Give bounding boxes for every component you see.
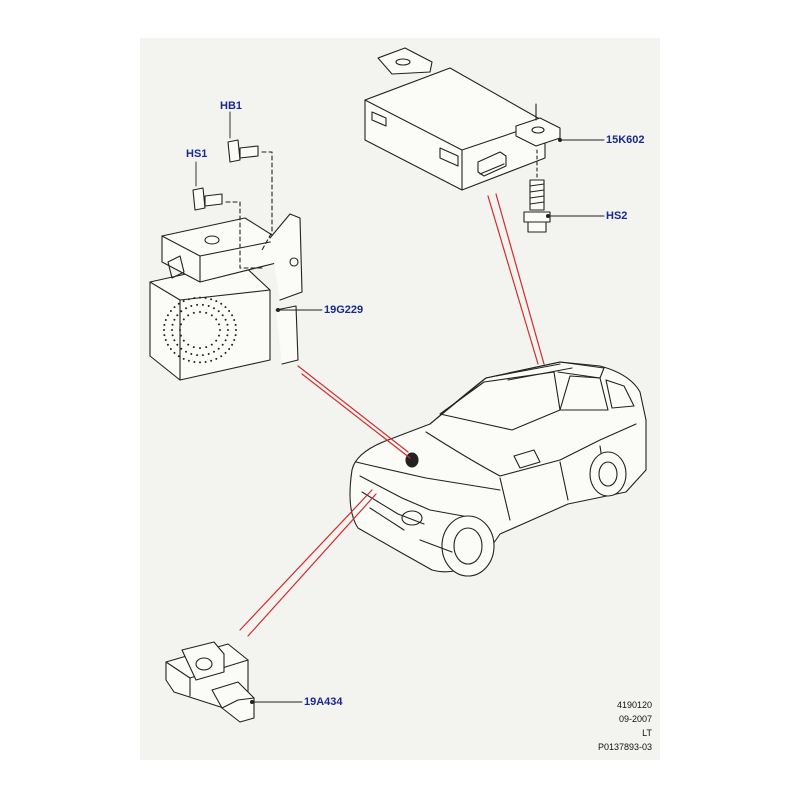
callout-15k602: 15K602 xyxy=(606,134,645,146)
reference-date: 09-2007 xyxy=(618,714,652,724)
callout-19a434: 19A434 xyxy=(304,696,343,708)
speaker-grille xyxy=(163,296,237,364)
reference-part-code: P0137893-03 xyxy=(597,742,652,752)
callout-leaders xyxy=(195,111,605,703)
bolt-hs2 xyxy=(523,149,551,233)
bolt-hb1 xyxy=(227,139,273,251)
callout-hb1: HB1 xyxy=(220,100,243,112)
reference-market: LT xyxy=(642,728,652,738)
reference-number: 4190120 xyxy=(616,700,652,710)
location-leaders xyxy=(239,193,545,637)
control-module-15k602 xyxy=(364,47,561,191)
callout-hs1: HS1 xyxy=(186,148,208,160)
callout-hs2: HS2 xyxy=(606,210,628,222)
bolt-hs1 xyxy=(192,187,263,269)
vehicle-range-rover-sport xyxy=(349,361,647,577)
speaker-module-19g229 xyxy=(149,213,303,381)
callout-19g229: 19G229 xyxy=(324,304,364,316)
sensor-bracket-19a434 xyxy=(165,641,255,723)
